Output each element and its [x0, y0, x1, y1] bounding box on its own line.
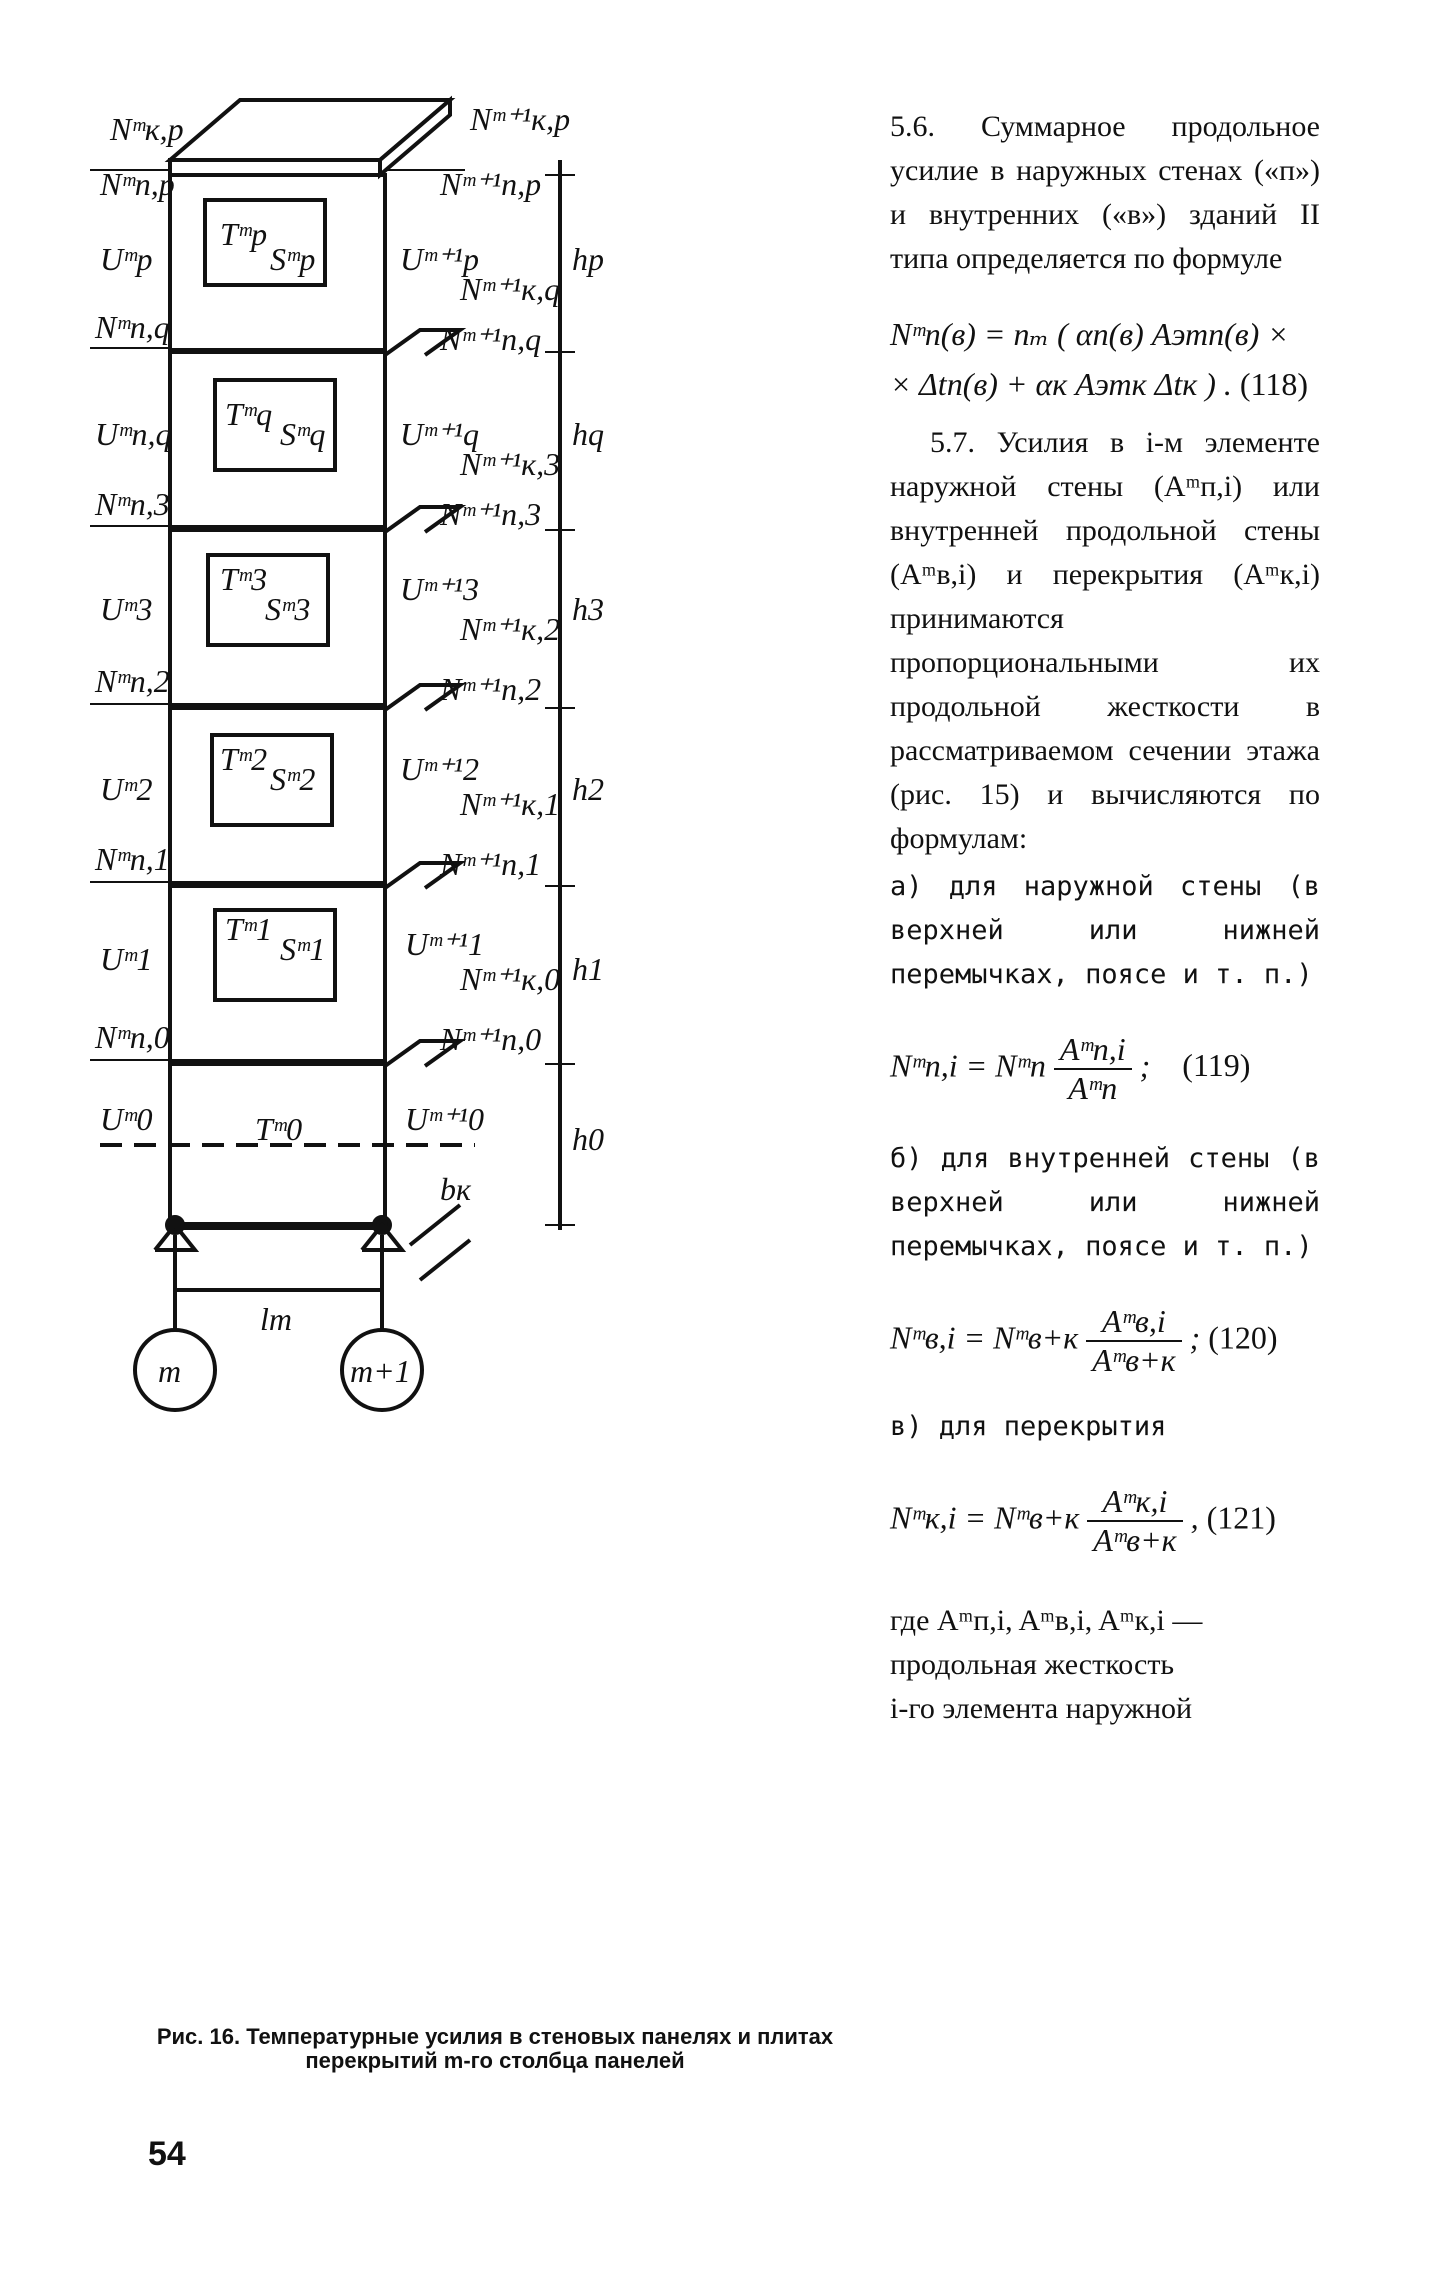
label-nk1-r: Nᵐ⁺¹к,1	[459, 786, 560, 822]
label-sq: Sᵐq	[280, 416, 325, 452]
item-c: в) для перекрытия	[890, 1411, 1167, 1442]
label-u3-r: Uᵐ⁺¹3	[400, 571, 479, 607]
label-h2: h2	[572, 771, 604, 807]
axis-m: m	[158, 1353, 181, 1389]
where-line: продольная жесткость	[890, 1648, 1175, 1681]
formula-line: × Δtп(в) + αк Aэтк Δtк ) . (118)	[890, 366, 1308, 402]
item-a: а) для наружной стены (в верхней или ниж…	[890, 871, 1320, 990]
label-sp: Sᵐp	[270, 241, 315, 277]
label-npq: Nᵐп,q	[94, 309, 170, 345]
label-s2: Sᵐ2	[270, 761, 315, 797]
label-h1: h1	[572, 951, 604, 987]
item-b: б) для внутренней стены (в верхней или н…	[890, 1143, 1320, 1262]
label-u2-r: Uᵐ⁺¹2	[400, 751, 479, 787]
label-t0: Tᵐ0	[255, 1111, 302, 1147]
formula-tag: (121)	[1206, 1499, 1276, 1536]
label-nk2-r: Nᵐ⁺¹к,2	[459, 611, 560, 647]
page-number: 54	[148, 2135, 186, 2173]
section-text: Суммарное продольное усилие в наружных с…	[890, 110, 1320, 275]
label-u1: Uᵐ1	[100, 941, 152, 977]
label-npp-r: Nᵐ⁺¹п,p	[439, 166, 541, 202]
label-npq-r: Nᵐ⁺¹п,q	[439, 321, 541, 357]
label-np1-r: Nᵐ⁺¹п,1	[439, 846, 541, 882]
section-5-7: 5.7. Усилия в i-м элементе наружной стен…	[890, 421, 1320, 861]
formula-tag: (118)	[1239, 366, 1308, 402]
where-block: где Aᵐп,i, Aᵐв,i, Aᵐк,i — продольная жес…	[890, 1599, 1320, 1731]
formula-tag: (119)	[1182, 1047, 1251, 1084]
label-t1: Tᵐ1	[225, 911, 272, 947]
section-number: 5.6.	[890, 110, 935, 143]
section-number: 5.7.	[930, 426, 975, 459]
axis-m1: m+1	[350, 1353, 411, 1389]
label-uq-r: Uᵐ⁺¹q	[400, 416, 479, 452]
label-np1: Nᵐп,1	[94, 841, 170, 877]
where-line: где Aᵐп,i, Aᵐв,i, Aᵐк,i —	[890, 1604, 1203, 1637]
label-s3: Sᵐ3	[265, 591, 310, 627]
label-nkp-r: Nᵐ⁺¹к,p	[469, 101, 570, 137]
label-np0: Nᵐп,0	[94, 1019, 170, 1055]
figure-16: Nᵐк,p Nᵐп,p Uᵐp Nᵐп,q Uᵐп,q Nᵐп,3 Uᵐ3 Nᵐ…	[90, 95, 604, 1412]
section-5-6: 5.6. Суммарное продольное усилие в наруж…	[890, 105, 1320, 281]
label-np3: Nᵐп,3	[94, 486, 170, 522]
label-np3-r: Nᵐ⁺¹п,3	[439, 496, 541, 532]
label-nk3-r: Nᵐ⁺¹к,3	[459, 446, 560, 482]
label-hp: hp	[572, 241, 604, 277]
label-u0-r: Uᵐ⁺¹0	[405, 1101, 484, 1137]
figure-caption: Рис. 16. Температурные усилия в стеновых…	[156, 2024, 834, 2073]
section-text: Усилия в i-м элементе наружной стены (Aᵐ…	[890, 426, 1320, 855]
formula-tag: (120)	[1208, 1319, 1278, 1356]
label-npp: Nᵐп,p	[99, 166, 175, 202]
label-t2: Tᵐ2	[220, 741, 267, 777]
label-u3: Uᵐ3	[100, 591, 152, 627]
label-lm: lm	[260, 1301, 292, 1337]
label-hq: hq	[572, 416, 604, 452]
label-nk0-r: Nᵐ⁺¹к,0	[459, 961, 560, 997]
label-upq: Uᵐп,q	[95, 416, 171, 452]
label-nkq-r: Nᵐ⁺¹к,q	[459, 271, 560, 307]
label-u2: Uᵐ2	[100, 771, 152, 807]
label-nkp: Nᵐк,p	[109, 111, 184, 147]
label-up: Uᵐp	[100, 241, 152, 277]
label-t3: Tᵐ3	[220, 561, 267, 597]
label-np2-r: Nᵐ⁺¹п,2	[439, 671, 541, 707]
label-tp: Tᵐp	[220, 216, 267, 252]
label-np2: Nᵐп,2	[94, 663, 170, 699]
formula-118: Nᵐп(в) = nₘ ( αп(в) Aэтп(в) × × Δtп(в) +…	[890, 309, 1320, 409]
label-h0: h0	[572, 1121, 604, 1157]
label-u0: Uᵐ0	[100, 1101, 152, 1137]
label-u1-r: Uᵐ⁺¹1	[405, 926, 484, 962]
label-up-r: Uᵐ⁺¹p	[400, 241, 479, 277]
text-column: 5.6. Суммарное продольное усилие в наруж…	[890, 105, 1320, 1731]
label-np0-r: Nᵐ⁺¹п,0	[439, 1021, 541, 1057]
label-h3: h3	[572, 591, 604, 627]
label-s1: Sᵐ1	[280, 931, 325, 967]
label-tq: Tᵐq	[225, 396, 272, 432]
formula-line: Nᵐп(в) = nₘ ( αп(в) Aэтп(в) ×	[890, 316, 1289, 352]
label-bk: bк	[440, 1171, 472, 1207]
where-line: i-го элемента наружной	[890, 1692, 1193, 1725]
